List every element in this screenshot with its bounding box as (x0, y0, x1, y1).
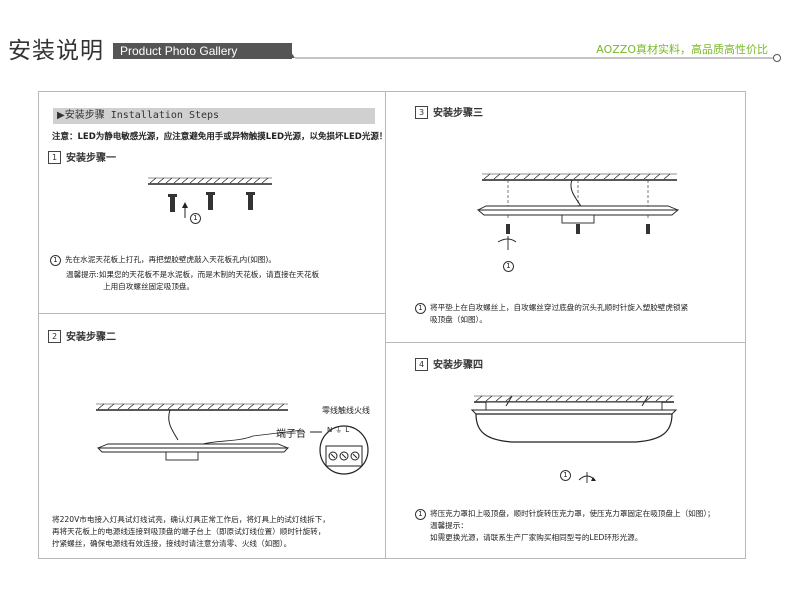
terminal-ground: ⏚ (335, 426, 346, 434)
terminal-marks: N⏚L (327, 425, 352, 435)
step-title-text: 安装步骤一 (66, 153, 116, 164)
step-4-title: 4 安装步骤四 (415, 356, 483, 371)
note-marker: 1 (415, 509, 426, 520)
column-divider (385, 91, 386, 559)
callout-marker: 1 (190, 213, 201, 224)
step-3-title: 3 安装步骤三 (415, 104, 483, 119)
rotate-clockwise-icon (578, 472, 596, 483)
step-1-text: 1 先在水泥天花板上打孔，再把塑胶壁虎敲入天花板孔内(如图)。 (50, 254, 276, 266)
step-1-description: 先在水泥天花板上打孔，再把塑胶壁虎敲入天花板孔内(如图)。 (65, 255, 276, 264)
step-number-box: 1 (48, 151, 61, 164)
header-rule (285, 43, 781, 62)
wire-label: 零线触线火线 (322, 406, 370, 415)
step-3-line2: 吸顶盘（如图）。 (430, 315, 487, 324)
note-marker: 1 (50, 255, 61, 266)
step-1-tip-line2: 上用自攻螺丝固定吸顶盘。 (103, 282, 195, 291)
step-title-text: 安装步骤二 (66, 332, 116, 343)
installation-steps-heading: ▶安装步骤 Installation Steps (53, 108, 375, 124)
step-2-line1: 将220V市电接入灯具试灯线试亮，确认灯具正常工作后，将灯具上的试灯线拆下， (52, 515, 330, 524)
step-number-box: 2 (48, 330, 61, 343)
terminal-label: 端子台 (276, 429, 306, 440)
terminal-block-illustration (310, 425, 369, 475)
page-header: 安装说明 Product Photo Gallery AOZZO真材实料，高品质… (0, 0, 790, 70)
heading-en: Installation Steps (110, 110, 220, 121)
step-4-tip-text: 如需更换光源，请联系生产厂家购买相同型号的LED环形光源。 (430, 533, 643, 542)
page-subtitle-tag: Product Photo Gallery (113, 43, 292, 59)
step-divider-right (385, 342, 746, 343)
step-3-line1: 将平垫上在自攻螺丝上，自攻螺丝穿过底盘的沉头孔顺时针旋入塑胶壁虎锁紧 (430, 303, 689, 312)
heading-cn: ▶安装步骤 (57, 110, 105, 121)
brand-slogan: AOZZO真材实料，高品质高性价比 (596, 43, 768, 56)
step-4-callout: 1 (560, 470, 575, 481)
step-4-illustration (470, 395, 678, 443)
step-1-title: 1 安装步骤一 (48, 149, 116, 164)
step-4-line1: 将压克力罩扣上吸顶盘，顺时针旋转压克力罩，使压克力罩固定在吸顶盘上（如图）； (430, 509, 715, 518)
step-2-line2: 再将天花板上的电源线连接到吸顶盘的端子台上（即原试灯线位置）顺时针旋转， (52, 527, 326, 536)
step-3-illustration (476, 173, 680, 250)
step-3-callout: 1 (503, 261, 518, 272)
step-divider-left (38, 313, 385, 314)
step-number-box: 4 (415, 358, 428, 371)
step-title-text: 安装步骤三 (433, 108, 483, 119)
led-warning: 注意：LED为静电敏感光源，应注意避免用手或异物触摸LED光源，以免损坏LED光… (52, 132, 388, 142)
terminal-l: L (345, 426, 353, 434)
note-marker: 1 (415, 303, 426, 314)
step-3-text: 1 将平垫上在自攻螺丝上，自攻螺丝穿过底盘的沉头孔顺时针旋入塑胶壁虎锁紧 吸顶盘（… (415, 302, 688, 326)
step-number-box: 3 (415, 106, 428, 119)
step-2-text: 将220V市电接入灯具试灯线试亮，确认灯具正常工作后，将灯具上的试灯线拆下， 再… (52, 514, 330, 550)
step-1-callout: 1 (190, 213, 205, 224)
step-title-text: 安装步骤四 (433, 360, 483, 371)
step-4-tip-title: 温馨提示： (430, 521, 468, 530)
page-title: 安装说明 (8, 38, 104, 64)
instruction-frame (38, 91, 746, 559)
step-2-line3: 拧紧螺丝，确保电源线有效连接，接线时请注意分清零、火线（如图）。 (52, 539, 292, 548)
step-2-illustration (96, 403, 304, 461)
step-1-tip: 温馨提示:如果您的天花板不是水泥板，而是木制的天花板，请直接在天花板 上用自攻螺… (66, 269, 319, 293)
step-1-tip-line1: 温馨提示:如果您的天花板不是水泥板，而是木制的天花板，请直接在天花板 (66, 270, 320, 279)
callout-marker: 1 (560, 470, 571, 481)
step-2-title: 2 安装步骤二 (48, 328, 116, 343)
step-1-illustration (148, 177, 272, 218)
terminal-n: N (327, 426, 336, 434)
callout-marker: 1 (503, 261, 514, 272)
